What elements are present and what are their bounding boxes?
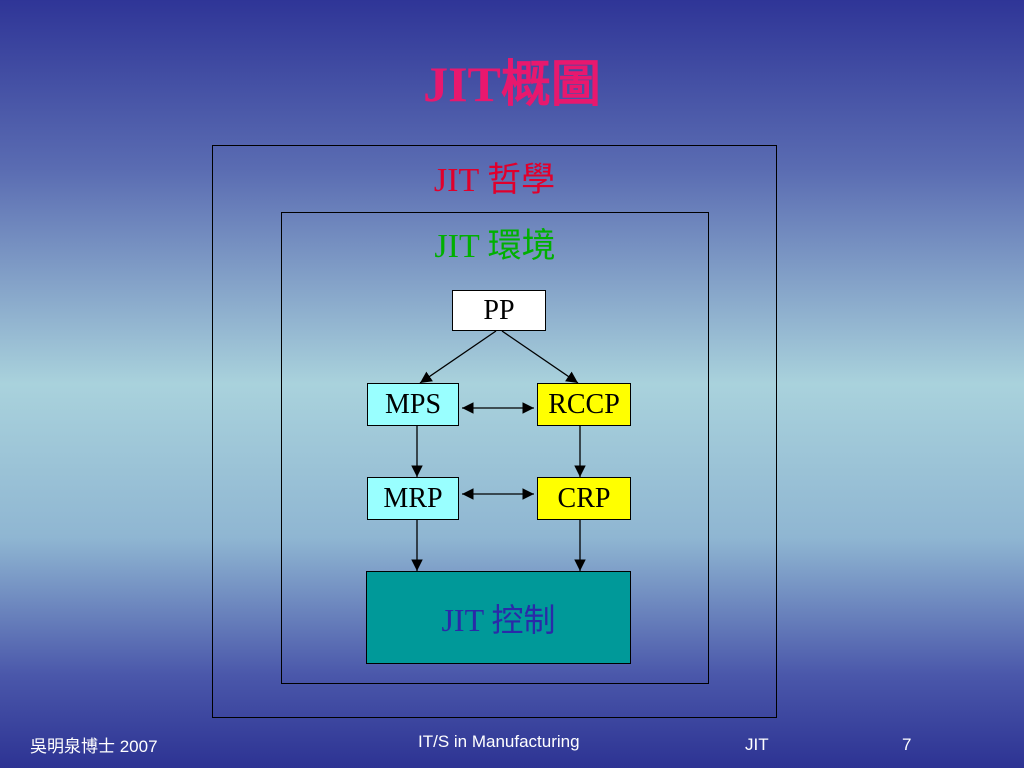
slide-title: JIT概圖: [423, 56, 601, 112]
jit-control-box: JIT 控制: [366, 571, 631, 664]
crp-box: CRP: [537, 477, 631, 520]
pp-box: PP: [452, 290, 546, 331]
jit-environment-label: JIT 環境: [434, 228, 556, 265]
jit-environment-frame: [281, 212, 709, 684]
rccp-box: RCCP: [537, 383, 631, 426]
mrp-box: MRP: [367, 477, 459, 520]
jit-philosophy-frame: [212, 145, 777, 718]
mps-box: MPS: [367, 383, 459, 426]
footer-topic: JIT: [745, 735, 769, 754]
footer-page-number: 7: [902, 735, 912, 754]
footer-course: IT/S in Manufacturing: [418, 732, 580, 751]
jit-philosophy-label: JIT 哲學: [433, 162, 556, 199]
footer-author: 吳明泉博士 2007: [30, 737, 158, 756]
